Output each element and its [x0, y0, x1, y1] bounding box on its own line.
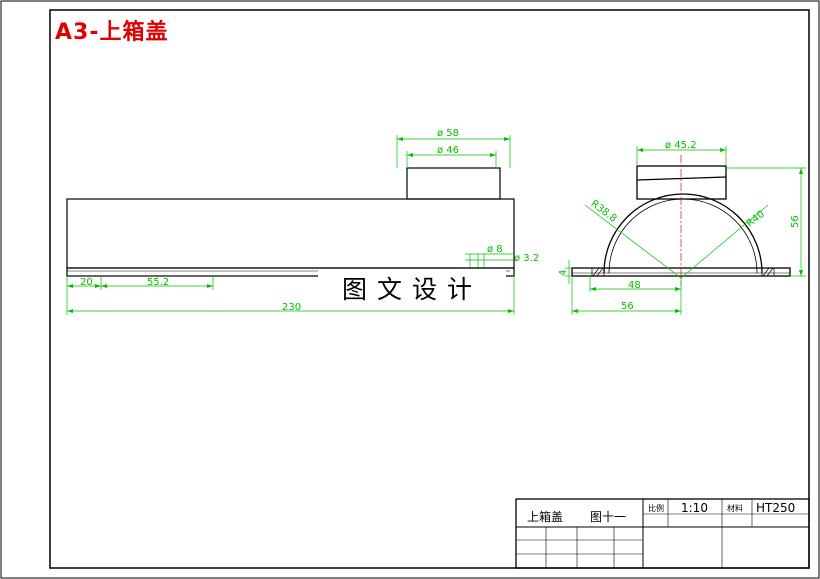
side-dim-arrows [572, 148, 803, 313]
dim-d46: ø 46 [437, 145, 459, 156]
dim-l20: 20 [80, 277, 93, 288]
part-name: 上箱盖 [527, 509, 563, 524]
front-dim-arrows [67, 137, 514, 313]
watermark: 图文设计 [318, 270, 506, 310]
inner-arc [608, 198, 758, 274]
dim-d58: ø 58 [437, 128, 459, 139]
inner-frame [49, 9, 810, 569]
outer-arc [603, 193, 763, 274]
cover-flange [66, 267, 515, 277]
scale-label: 比例 [648, 503, 664, 513]
dim-d8: ø 8 [487, 244, 503, 255]
dim-d452: ø 45.2 [665, 140, 697, 151]
side-dims [565, 146, 806, 315]
front-dims [66, 135, 515, 315]
boss-top [406, 167, 501, 200]
dim-r40: R40 [745, 209, 767, 230]
title-block [515, 498, 810, 569]
dim-h56: 56 [790, 215, 801, 228]
drawing-title: A3-上箱盖 [55, 20, 169, 45]
material-label: 材料 [727, 503, 743, 513]
figure-number: 图十一 [590, 510, 626, 524]
front-view [66, 167, 515, 277]
side-hatch [591, 267, 775, 277]
dim-l552: 55.2 [147, 277, 169, 288]
dim-w56: 56 [621, 301, 634, 312]
scale-value: 1:10 [681, 501, 708, 515]
dim-h4: 4 [558, 270, 569, 276]
dim-d32: ø 3.2 [514, 253, 539, 264]
dim-w48: 48 [628, 280, 641, 291]
cover-body [66, 198, 515, 269]
material-value: HT250 [756, 501, 795, 515]
dim-l230: 230 [282, 302, 301, 313]
